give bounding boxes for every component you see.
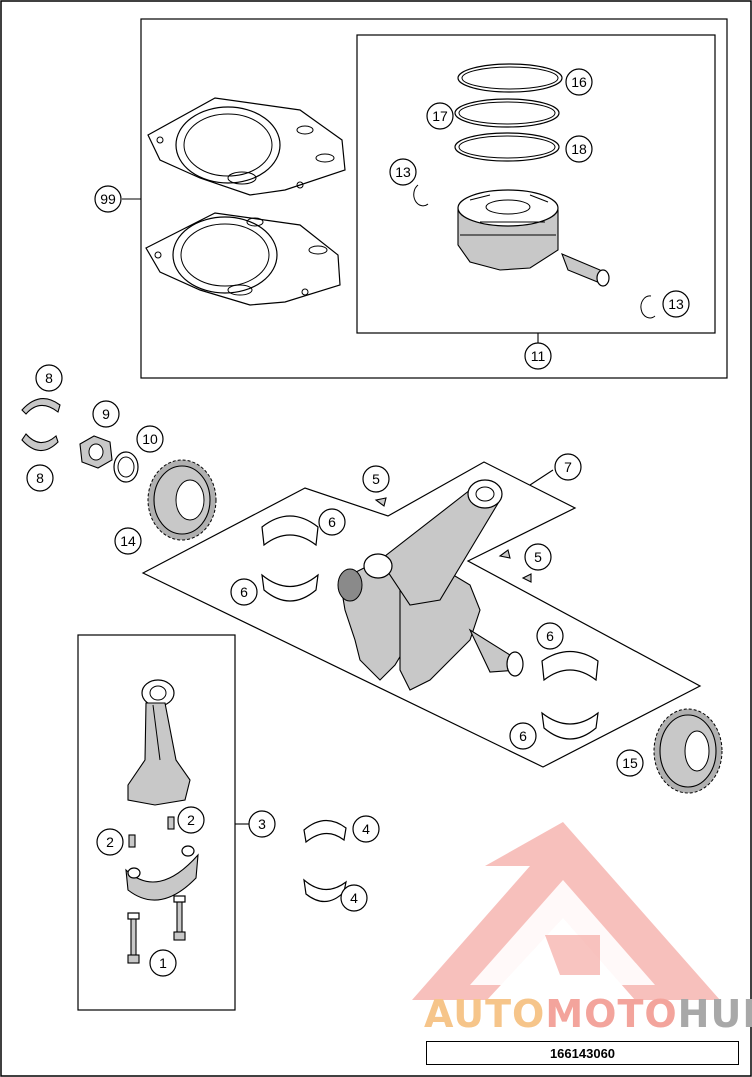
svg-text:14: 14 (120, 533, 136, 549)
svg-text:15: 15 (622, 755, 638, 771)
watermark-auto: AUTO (424, 992, 545, 1036)
callout-13-left: 13 (389, 158, 417, 186)
callout-6-d: 6 (509, 722, 537, 750)
callout-17: 17 (426, 102, 454, 130)
callout-4-top: 4 (352, 815, 380, 843)
svg-text:6: 6 (328, 514, 336, 530)
callout-1: 1 (149, 949, 177, 977)
piston-rings (454, 63, 563, 162)
callout-8-bottom: 8 (26, 464, 54, 492)
balancer-gear-15 (653, 708, 723, 794)
gasket-set-frame (140, 18, 728, 379)
callout-2-left: 2 (96, 828, 124, 856)
callout-14: 14 (114, 527, 142, 555)
svg-text:7: 7 (564, 459, 572, 475)
svg-text:5: 5 (534, 549, 542, 565)
cylinder-base-gasket (145, 212, 341, 306)
main-bearing-shells-center (261, 515, 599, 740)
svg-text:3: 3 (258, 816, 266, 832)
cylinder-head-gasket (147, 97, 346, 196)
rod-cap (125, 845, 199, 901)
svg-text:2: 2 (106, 834, 114, 850)
callout-99: 99 (94, 185, 122, 213)
svg-text:1: 1 (159, 955, 167, 971)
callout-4-bottom: 4 (340, 884, 368, 912)
callout-16: 16 (565, 68, 593, 96)
diagram-reference-number: 166143060 (426, 1041, 739, 1065)
svg-text:6: 6 (546, 628, 554, 644)
callout-5-top: 5 (362, 465, 390, 493)
connecting-rod-frame (77, 634, 236, 1011)
svg-text:18: 18 (571, 141, 587, 157)
svg-text:5: 5 (372, 471, 380, 487)
svg-text:99: 99 (100, 191, 116, 207)
washer (113, 451, 139, 483)
circlips (413, 184, 656, 319)
callout-6-b: 6 (230, 578, 258, 606)
balancer-gear-14 (147, 459, 217, 541)
svg-text:6: 6 (519, 728, 527, 744)
hex-nut (79, 435, 113, 469)
crankshaft-frame (141, 461, 702, 768)
svg-text:4: 4 (350, 890, 358, 906)
callout-18: 18 (565, 135, 593, 163)
svg-text:8: 8 (45, 370, 53, 386)
watermark-moto: MOTO (545, 992, 677, 1036)
callout-13-right: 13 (662, 290, 690, 318)
svg-text:9: 9 (102, 406, 110, 422)
svg-text:17: 17 (432, 108, 448, 124)
callout-6-a: 6 (318, 508, 346, 536)
callout-15: 15 (616, 749, 644, 777)
callout-7: 7 (554, 453, 582, 481)
piston (457, 189, 559, 271)
connecting-rod (127, 679, 191, 806)
svg-text:11: 11 (531, 348, 546, 364)
callout-8-top: 8 (35, 364, 63, 392)
connecting-rod-assembled (363, 479, 503, 606)
callout-3: 3 (248, 810, 276, 838)
callout-9: 9 (92, 400, 120, 428)
svg-text:8: 8 (36, 470, 44, 486)
callout-6-c: 6 (536, 622, 564, 650)
svg-text:2: 2 (187, 812, 195, 828)
svg-text:6: 6 (240, 584, 248, 600)
svg-text:10: 10 (142, 431, 158, 447)
callout-10: 10 (136, 425, 164, 453)
watermark-text: AUTOMOTOHUB (424, 992, 752, 1036)
piston-pin (561, 252, 610, 287)
svg-text:13: 13 (668, 296, 684, 312)
dowel-pins (128, 816, 175, 848)
svg-text:16: 16 (571, 74, 587, 90)
watermark-logo (412, 822, 720, 1000)
callout-5-right: 5 (524, 543, 552, 571)
svg-text:4: 4 (362, 821, 370, 837)
svg-text:13: 13 (395, 164, 411, 180)
woodruff-keys (374, 497, 532, 583)
piston-set-frame (356, 34, 716, 334)
watermark-hub: HUB (678, 992, 752, 1036)
main-bearing-shells-left (21, 398, 61, 452)
callout-2-right: 2 (177, 806, 205, 834)
rod-bolts (127, 895, 186, 964)
callout-11: 11 (524, 342, 552, 370)
rod-bearing-shells (303, 819, 347, 903)
